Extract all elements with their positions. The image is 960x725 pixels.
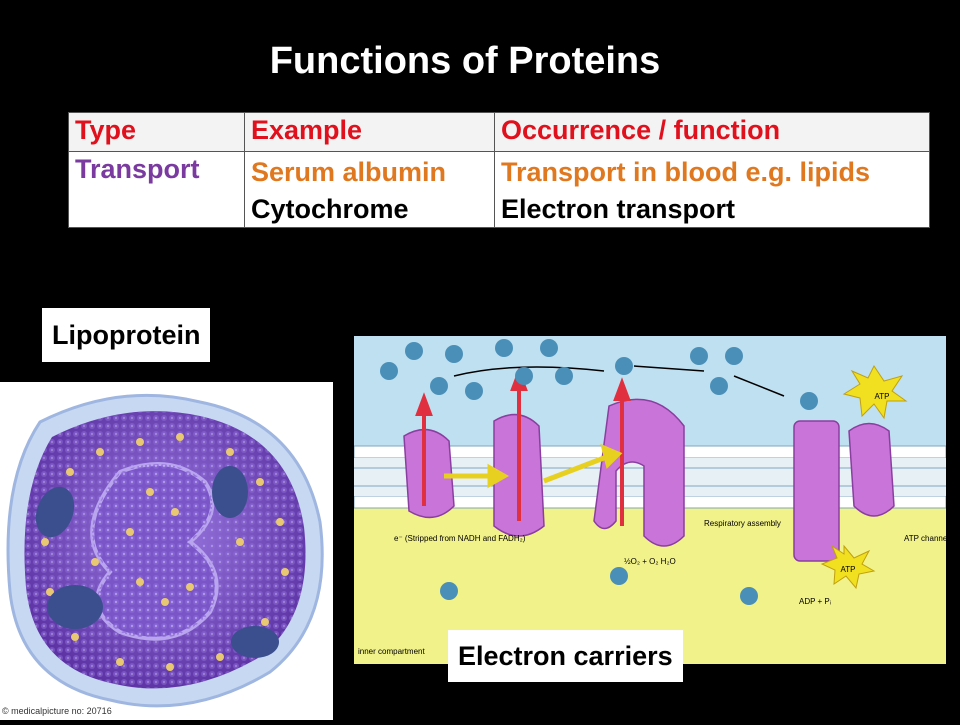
stripped-text: e⁻ (Stripped from NADH and FADH₂) (394, 534, 526, 543)
cell-type (68, 192, 245, 228)
electron-transport-illustration: ATP ATP e⁻ (Stripped from NADH and FADH₂… (353, 336, 949, 664)
lipoprotein-label: Lipoprotein (42, 308, 211, 362)
adp-text: ADP + Pᵢ (799, 597, 831, 606)
slide-title: Functions of Proteins (269, 40, 661, 82)
atp-label: ATP (875, 392, 890, 401)
copyright-text: © medicalpicture no: 20716 (2, 706, 112, 716)
water-equation: ½O₂ + O₂ H₂O (624, 557, 676, 566)
inner-compartment-text: inner compartment (358, 647, 425, 656)
header-type: Type (68, 112, 245, 152)
atp-channel-text: ATP channel (904, 534, 946, 543)
table-row: Transport Serum albumin Transport in blo… (68, 151, 930, 192)
protein-functions-table: Type Example Occurrence / function Trans… (68, 112, 930, 228)
cell-example: Cytochrome (244, 192, 495, 228)
lipoprotein-illustration (6, 393, 324, 708)
table-row: Cytochrome Electron transport (68, 192, 930, 228)
cell-function: Transport in blood e.g. lipids (494, 151, 930, 192)
respiratory-assembly-text: Respiratory assembly (704, 519, 781, 528)
header-example: Example (244, 112, 495, 152)
lipoprotein-image: © medicalpicture no: 20716 (0, 382, 333, 720)
atp-label: ATP (841, 565, 856, 574)
electron-carriers-label: Electron carriers (448, 630, 683, 682)
cell-example: Serum albumin (244, 151, 495, 192)
cell-function: Electron transport (494, 192, 930, 228)
electron-transport-image: ATP ATP e⁻ (Stripped from NADH and FADH₂… (353, 336, 949, 664)
header-occurrence: Occurrence / function (494, 112, 930, 152)
table-header-row: Type Example Occurrence / function (68, 112, 930, 152)
cell-type: Transport (68, 151, 245, 192)
